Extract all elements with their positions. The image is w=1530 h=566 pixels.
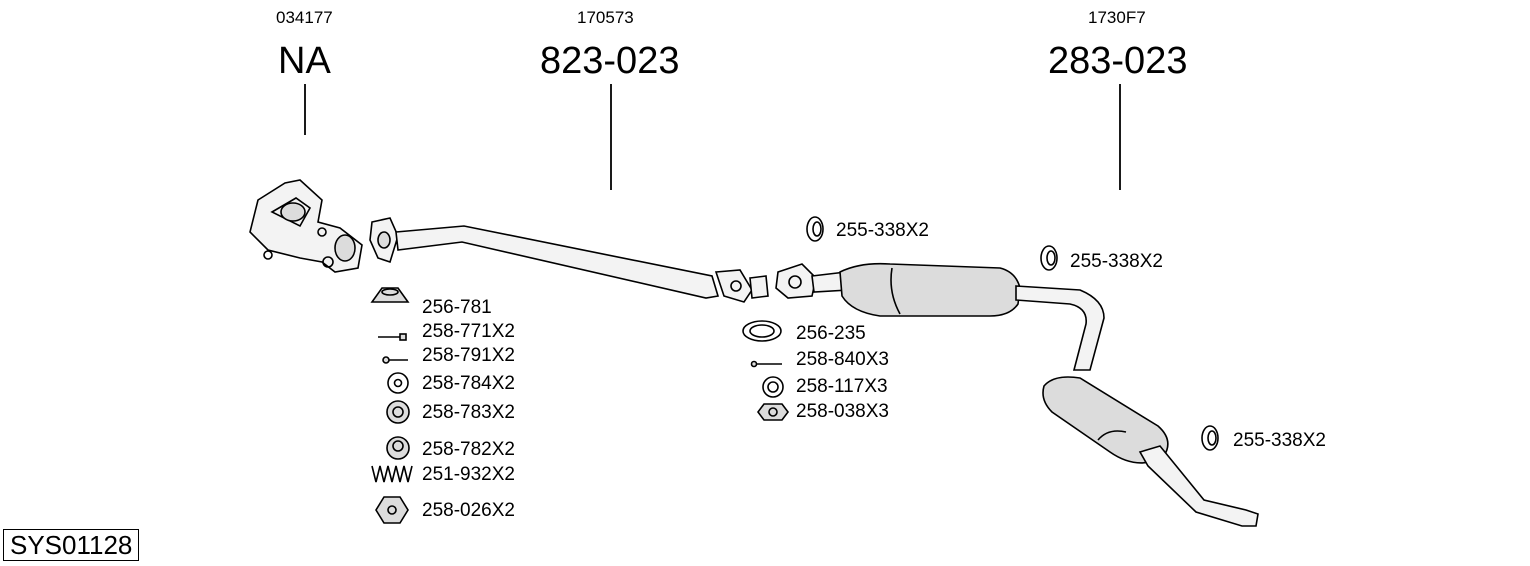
- middle-silencer-icon[interactable]: [749, 262, 1105, 371]
- nut-icon[interactable]: [375, 496, 409, 524]
- group-part-2[interactable]: 823-023: [540, 40, 680, 82]
- gasket-icon[interactable]: [742, 320, 782, 342]
- washer-icon[interactable]: [386, 436, 410, 460]
- nut-icon[interactable]: [757, 403, 789, 421]
- part-label[interactable]: 258-038X3: [796, 401, 889, 422]
- system-id-label: SYS01128: [3, 529, 140, 561]
- rubber-hanger-icon[interactable]: [806, 216, 824, 242]
- part-label[interactable]: 258-117X3: [796, 376, 888, 397]
- spring-icon[interactable]: [371, 465, 413, 483]
- gasket-icon[interactable]: [370, 287, 410, 303]
- bolt-icon[interactable]: [378, 333, 407, 341]
- hanger-label[interactable]: 255-338X2: [1070, 251, 1163, 272]
- group-code-2: 170573: [577, 8, 634, 27]
- washer-icon[interactable]: [386, 400, 410, 424]
- hanger-label[interactable]: 255-338X2: [836, 220, 929, 241]
- washer-icon[interactable]: [387, 372, 409, 394]
- front-pipe-icon[interactable]: [369, 217, 753, 303]
- rubber-hanger-icon[interactable]: [1201, 425, 1219, 451]
- group-part-3[interactable]: 283-023: [1048, 40, 1188, 82]
- part-label[interactable]: 256-781: [422, 297, 492, 318]
- bolt-icon[interactable]: [750, 360, 783, 368]
- part-label[interactable]: 258-026X2: [422, 500, 515, 521]
- part-label[interactable]: 258-783X2: [422, 402, 515, 423]
- group-code-1: 034177: [276, 8, 333, 27]
- part-label[interactable]: 258-784X2: [422, 373, 515, 394]
- hanger-label[interactable]: 255-338X2: [1233, 430, 1326, 451]
- rubber-hanger-icon[interactable]: [1040, 245, 1058, 271]
- part-label[interactable]: 256-235: [796, 323, 866, 344]
- bolt-icon[interactable]: [382, 356, 408, 364]
- part-label[interactable]: 258-782X2: [422, 439, 515, 460]
- part-label[interactable]: 258-771X2: [422, 321, 515, 342]
- part-label[interactable]: 258-791X2: [422, 345, 515, 366]
- exhaust-manifold-icon[interactable]: [249, 179, 363, 273]
- part-label[interactable]: 251-932X2: [422, 464, 515, 485]
- group-part-1[interactable]: NA: [278, 40, 331, 82]
- washer-icon[interactable]: [762, 376, 784, 398]
- rear-silencer-icon[interactable]: [1042, 376, 1259, 527]
- group-code-3: 1730F7: [1088, 8, 1146, 27]
- part-label[interactable]: 258-840X3: [796, 349, 889, 370]
